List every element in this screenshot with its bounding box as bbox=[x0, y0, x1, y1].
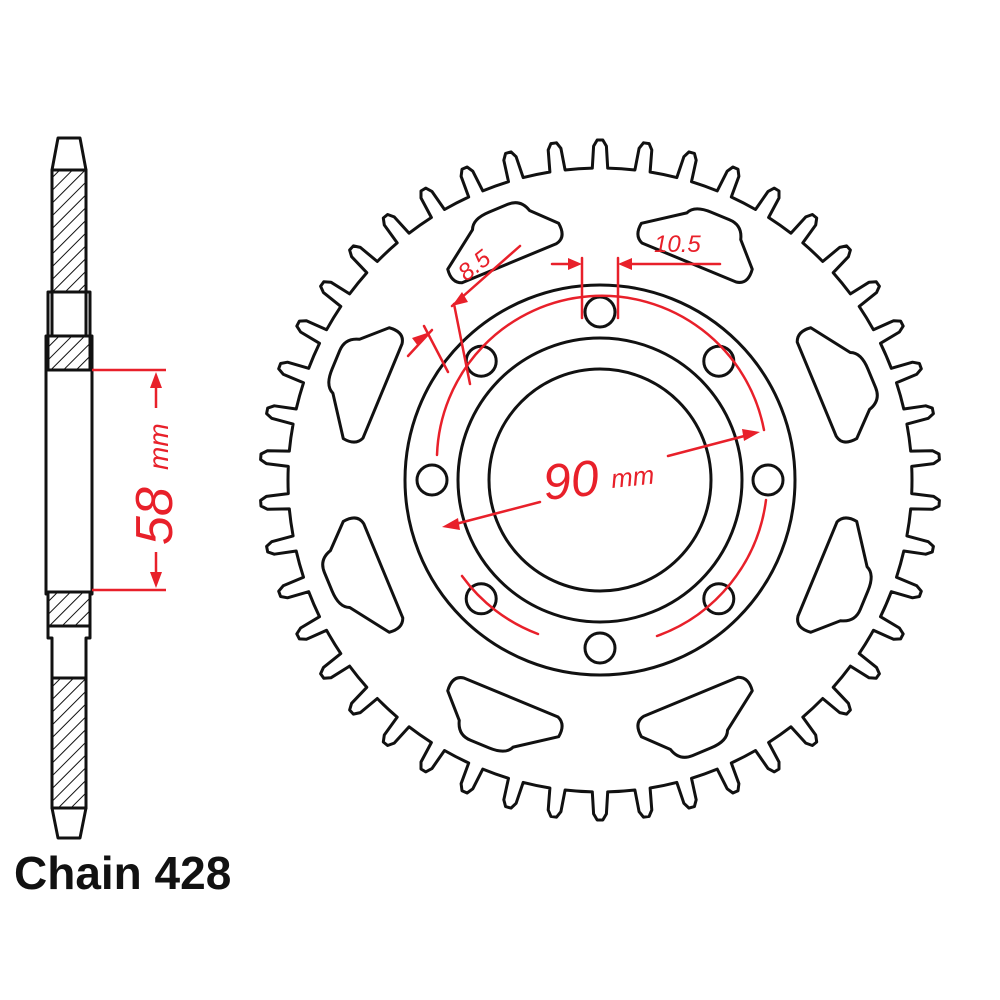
chain-caption: Chain 428 bbox=[14, 847, 232, 899]
bolt-hole bbox=[751, 463, 785, 497]
bolt-hole bbox=[583, 295, 617, 329]
slot bbox=[795, 326, 879, 444]
hatched-section-lower-hub bbox=[46, 590, 92, 628]
side-profile-view bbox=[44, 136, 94, 840]
bolt-holes bbox=[415, 295, 785, 665]
slot bbox=[636, 675, 754, 759]
side-dimension bbox=[92, 368, 166, 592]
slot bbox=[636, 207, 754, 284]
side-dim-unit: mm bbox=[143, 423, 174, 470]
slot bbox=[446, 676, 564, 753]
bolt-hole bbox=[702, 344, 736, 378]
bolt-circle-unit: mm bbox=[609, 460, 655, 494]
lightening-slots bbox=[321, 201, 879, 759]
bolt-circle-arc-right bbox=[655, 498, 768, 638]
slot bbox=[446, 201, 564, 285]
hub-ring-circle bbox=[456, 336, 744, 624]
slot bbox=[321, 516, 405, 634]
bolt-hole bbox=[415, 463, 449, 497]
bolt-circle-arc-left bbox=[460, 574, 540, 636]
bolt-hole bbox=[702, 582, 736, 616]
slot bbox=[327, 326, 404, 444]
front-dimensions bbox=[406, 244, 768, 638]
hatched-section-bottom bbox=[50, 676, 88, 810]
slot bbox=[796, 516, 873, 634]
sprocket-front-view bbox=[259, 138, 941, 822]
outer-hub-circle bbox=[403, 283, 797, 677]
sprocket-teeth-outline bbox=[259, 138, 941, 822]
hatched-section-upper-hub bbox=[46, 334, 92, 372]
bolt-circle-arc-upper bbox=[435, 294, 766, 457]
center-bore-circle bbox=[487, 367, 713, 593]
bolt-circle-value: 90 bbox=[540, 449, 601, 511]
hatched-section-top bbox=[50, 168, 88, 294]
side-dim-value: 58 bbox=[126, 487, 184, 545]
bolt-hole-dim: 10.5 bbox=[654, 231, 701, 258]
bolt-hole bbox=[583, 631, 617, 665]
